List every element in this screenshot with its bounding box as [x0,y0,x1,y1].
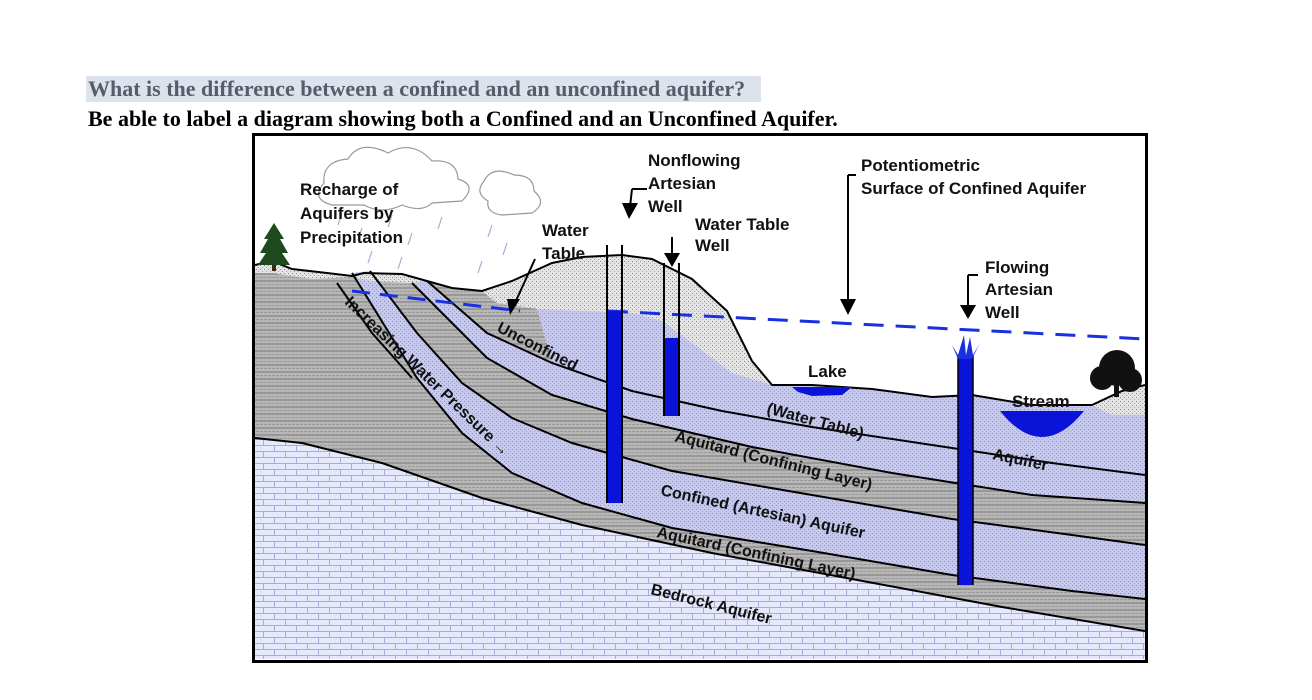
potentiometric-label-1: Potentiometric [861,156,980,175]
lake-label: Lake [808,362,847,381]
water-table-line [351,289,521,313]
flowing-well-label-3: Well [985,303,1020,322]
flowing-artesian-well [952,335,980,585]
nonflowing-well-label-3: Well [648,197,683,216]
potentiometric-label-2: Surface of Confined Aquifer [861,179,1086,198]
flowing-well-label-1: Flowing [985,258,1049,277]
cloud-icon [317,146,542,216]
unsaturated-zone [482,255,772,385]
recharge-label-2: Aquifers by [300,204,394,223]
water-table-well-label-2: Well [695,236,730,255]
potentiometric-surface-line [607,309,1146,341]
left-hill-soil [255,261,427,283]
instruction-text: Be able to label a diagram showing both … [88,106,838,131]
water-table-callout-1: Water [542,221,589,240]
water-table-well-label-1: Water Table [695,215,789,234]
pine-tree-icon [258,223,290,271]
stream [1000,411,1084,437]
unconfined-aquifer-layer [412,281,1145,503]
stream-label: Stream [1012,392,1070,411]
rain-icon [337,212,508,274]
recharge-label-1: Recharge of [300,180,399,199]
nonflowing-well-label-1: Nonflowing [648,151,741,170]
lake [792,387,852,396]
confined-aquifer-layer [352,271,1145,599]
flowing-well-label-2: Artesian [985,280,1053,299]
diagram-frame [252,133,1148,663]
question-text: What is the difference between a confine… [86,76,762,102]
recharge-label-3: Precipitation [300,228,403,247]
nonflowing-artesian-well [606,245,623,503]
aquifer-diagram: Recharge of Aquifers by Precipitation Wa… [252,133,1148,663]
water-table-well [663,263,680,416]
right-soil [1092,385,1145,415]
deciduous-tree-icon [1090,350,1142,397]
bedrock-layer [255,438,1145,659]
nonflowing-well-label-2: Artesian [648,174,716,193]
water-table-callout-2: Table [542,244,585,263]
